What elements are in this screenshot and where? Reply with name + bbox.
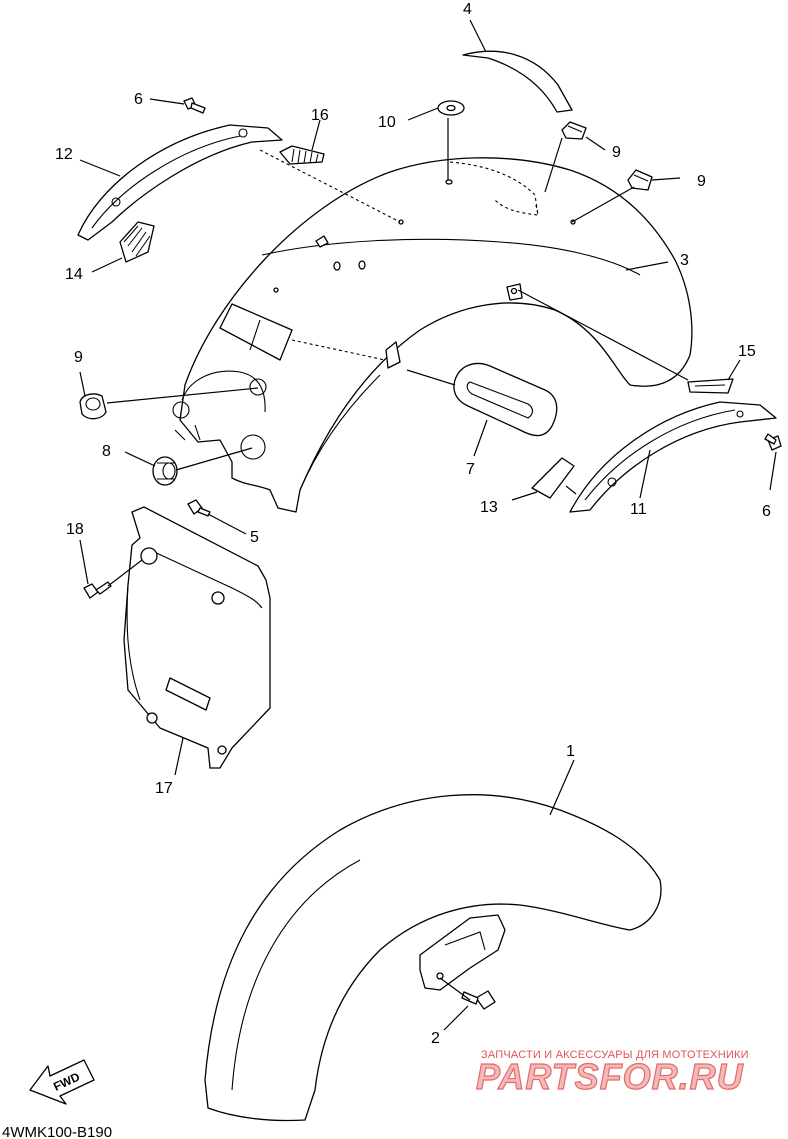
callout-14: 14 [65, 266, 83, 283]
callout-7: 7 [466, 461, 475, 478]
watermark: ЗАПЧАСТИ И АКСЕССУАРЫ ДЛЯ МОТОТЕХНИКИ PA… [475, 1049, 749, 1098]
washer-part-10 [437, 100, 465, 116]
callout-15: 15 [738, 343, 756, 360]
rail-part-12 [77, 124, 283, 241]
callout-9-right: 9 [697, 173, 706, 190]
mudguard-panel-part-17 [123, 506, 271, 769]
leader-lines [79, 19, 777, 1031]
callout-16: 16 [311, 107, 329, 124]
tip-part-15 [687, 378, 734, 394]
callout-12: 12 [55, 146, 73, 163]
callout-1: 1 [566, 743, 575, 760]
plate-part-13 [531, 457, 575, 499]
callout-3: 3 [680, 252, 689, 269]
callout-9-top: 9 [612, 144, 621, 161]
watermark-tagline: ЗАПЧАСТИ И АКСЕССУАРЫ ДЛЯ МОТОТЕХНИКИ [481, 1049, 749, 1061]
clip-part-16 [279, 145, 325, 165]
rear-fender-part-3 [172, 157, 693, 513]
grommet-part-9-top [561, 121, 587, 140]
callout-6-right: 6 [762, 503, 771, 520]
callout-13: 13 [480, 499, 498, 516]
bolt-part-5 [187, 499, 211, 517]
callout-4: 4 [463, 1, 472, 18]
callout-10: 10 [378, 114, 396, 131]
callout-18: 18 [66, 521, 84, 538]
assembly-lines [259, 149, 539, 361]
front-fender-part-1 [204, 794, 662, 1122]
grommet-part-8 [152, 456, 178, 486]
callout-2: 2 [431, 1030, 440, 1047]
callout-17: 17 [155, 780, 173, 797]
watermark-brand: PARTSFOR.RU [476, 1056, 744, 1097]
bolt-part-18 [83, 581, 112, 599]
grommet-part-9-left [79, 393, 107, 420]
callout-9-left: 9 [74, 349, 83, 366]
callout-8: 8 [102, 443, 111, 460]
rail-part-11 [569, 401, 777, 513]
reflector-part-7 [453, 362, 558, 437]
diagram-code: 4WMK100-B190 [2, 1124, 112, 1139]
bolt-part-6-top [183, 97, 206, 114]
callout-5: 5 [250, 529, 259, 546]
pad-part-14 [119, 221, 155, 263]
fender-cover-part-4 [462, 50, 573, 113]
grommet-part-9-right [627, 169, 653, 191]
bolt-part-6-right [764, 433, 782, 451]
bolt-part-2 [461, 990, 496, 1010]
callout-11: 11 [630, 501, 647, 518]
fwd-arrow-icon: FWD [29, 1059, 95, 1105]
callout-6-top: 6 [134, 91, 143, 108]
callout-labels: 4 6 16 10 9 9 12 3 14 9 15 8 7 18 5 13 1… [55, 1, 771, 1047]
